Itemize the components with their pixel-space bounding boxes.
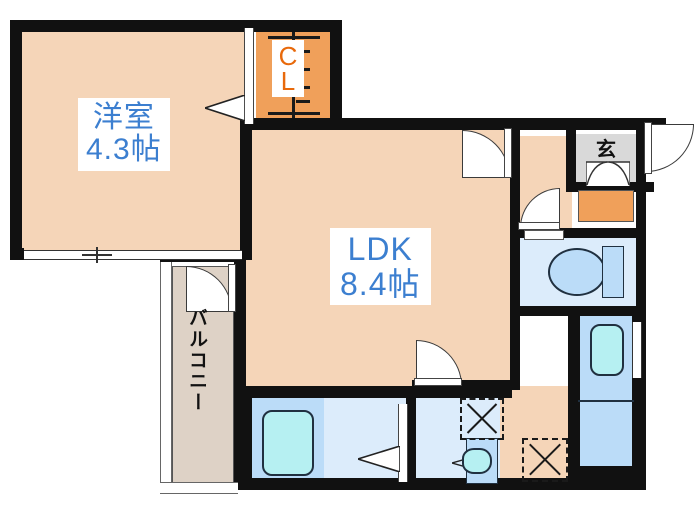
genkan-step-door[interactable] bbox=[585, 160, 631, 186]
toilet-tank-icon bbox=[602, 246, 624, 298]
ldk-name: LDK bbox=[347, 231, 413, 267]
shoe-cabinet bbox=[578, 190, 634, 222]
ldk-floor-upper bbox=[240, 128, 462, 168]
bedroom-name: 洋室 bbox=[92, 101, 155, 134]
wall-toilet-top bbox=[510, 228, 646, 238]
ldk-label: LDK 8.4帖 bbox=[330, 228, 431, 306]
wall-ldk-top bbox=[330, 118, 666, 130]
wall-closet-bottom bbox=[240, 118, 342, 130]
bedroom-window-crossbar bbox=[82, 254, 112, 256]
wall-bedroom-left bbox=[10, 20, 22, 260]
toilet-door-panel[interactable] bbox=[518, 222, 560, 230]
bathroom-door-panel[interactable] bbox=[398, 404, 408, 482]
right-bath-divider bbox=[578, 400, 634, 402]
wall-bathroom-divider bbox=[406, 386, 416, 488]
genkan-label: 玄 bbox=[596, 139, 616, 161]
bedroom-label: 洋室 4.3帖 bbox=[78, 98, 170, 171]
door-arrow-icon bbox=[202, 93, 246, 123]
closet-label-l: L bbox=[280, 65, 296, 96]
genkan-entry-door-swing[interactable] bbox=[646, 124, 694, 172]
bathtub-icon bbox=[262, 410, 314, 476]
washbasin-bowl-icon bbox=[462, 448, 492, 474]
wall-genkan-bottom bbox=[566, 182, 654, 192]
washing-machine-slot bbox=[460, 398, 504, 440]
ldk-size: 8.4帖 bbox=[340, 265, 421, 302]
right-bathtub-icon bbox=[590, 324, 624, 376]
balcony-outer-bottom bbox=[160, 482, 238, 494]
wall-ldk-right bbox=[510, 316, 520, 390]
washroom-door-panel[interactable] bbox=[414, 378, 462, 386]
balcony-outer-left bbox=[160, 260, 172, 494]
wall-closet-top bbox=[252, 20, 342, 32]
wall-toilet-left bbox=[510, 228, 520, 316]
bedroom-door-panel[interactable] bbox=[244, 28, 254, 124]
ldk-entry-door-panel[interactable] bbox=[504, 128, 512, 178]
wall-kitchen-right bbox=[578, 466, 636, 488]
toilet-paper-shelf bbox=[524, 230, 564, 240]
wall-water-left bbox=[240, 390, 252, 488]
genkan-entry-door-panel[interactable] bbox=[644, 122, 652, 174]
bath-window[interactable] bbox=[632, 322, 642, 378]
balcony-door-panel[interactable] bbox=[228, 264, 236, 312]
closet-hook-4 bbox=[296, 100, 310, 103]
refrigerator-slot bbox=[522, 438, 568, 482]
wall-hall-left bbox=[510, 128, 520, 240]
bedroom-window[interactable] bbox=[24, 250, 242, 260]
wall-bedroom-bottom-left bbox=[10, 248, 24, 260]
wall-bedroom-right bbox=[240, 118, 252, 260]
wall-utility-top bbox=[412, 380, 512, 390]
wall-toilet-right bbox=[636, 182, 646, 316]
genkan-leaf-icon bbox=[585, 161, 631, 186]
wall-genkan-right bbox=[636, 128, 646, 188]
closet-label-c: C bbox=[278, 41, 298, 71]
bathroom-door-arrow[interactable] bbox=[355, 444, 401, 474]
wall-bedroom-top bbox=[10, 20, 262, 32]
wall-bath-column-left bbox=[568, 316, 580, 488]
bedroom-door-arrow[interactable] bbox=[202, 93, 246, 123]
bath-door-arrow-icon bbox=[355, 444, 401, 474]
bedroom-size: 4.3帖 bbox=[86, 133, 162, 167]
balcony-label: バルコニー bbox=[186, 308, 207, 413]
wall-closet-right bbox=[330, 20, 342, 130]
closet-label: C L bbox=[272, 40, 304, 98]
toilet-bowl-icon bbox=[548, 248, 606, 296]
wall-genkan-left bbox=[566, 128, 576, 188]
